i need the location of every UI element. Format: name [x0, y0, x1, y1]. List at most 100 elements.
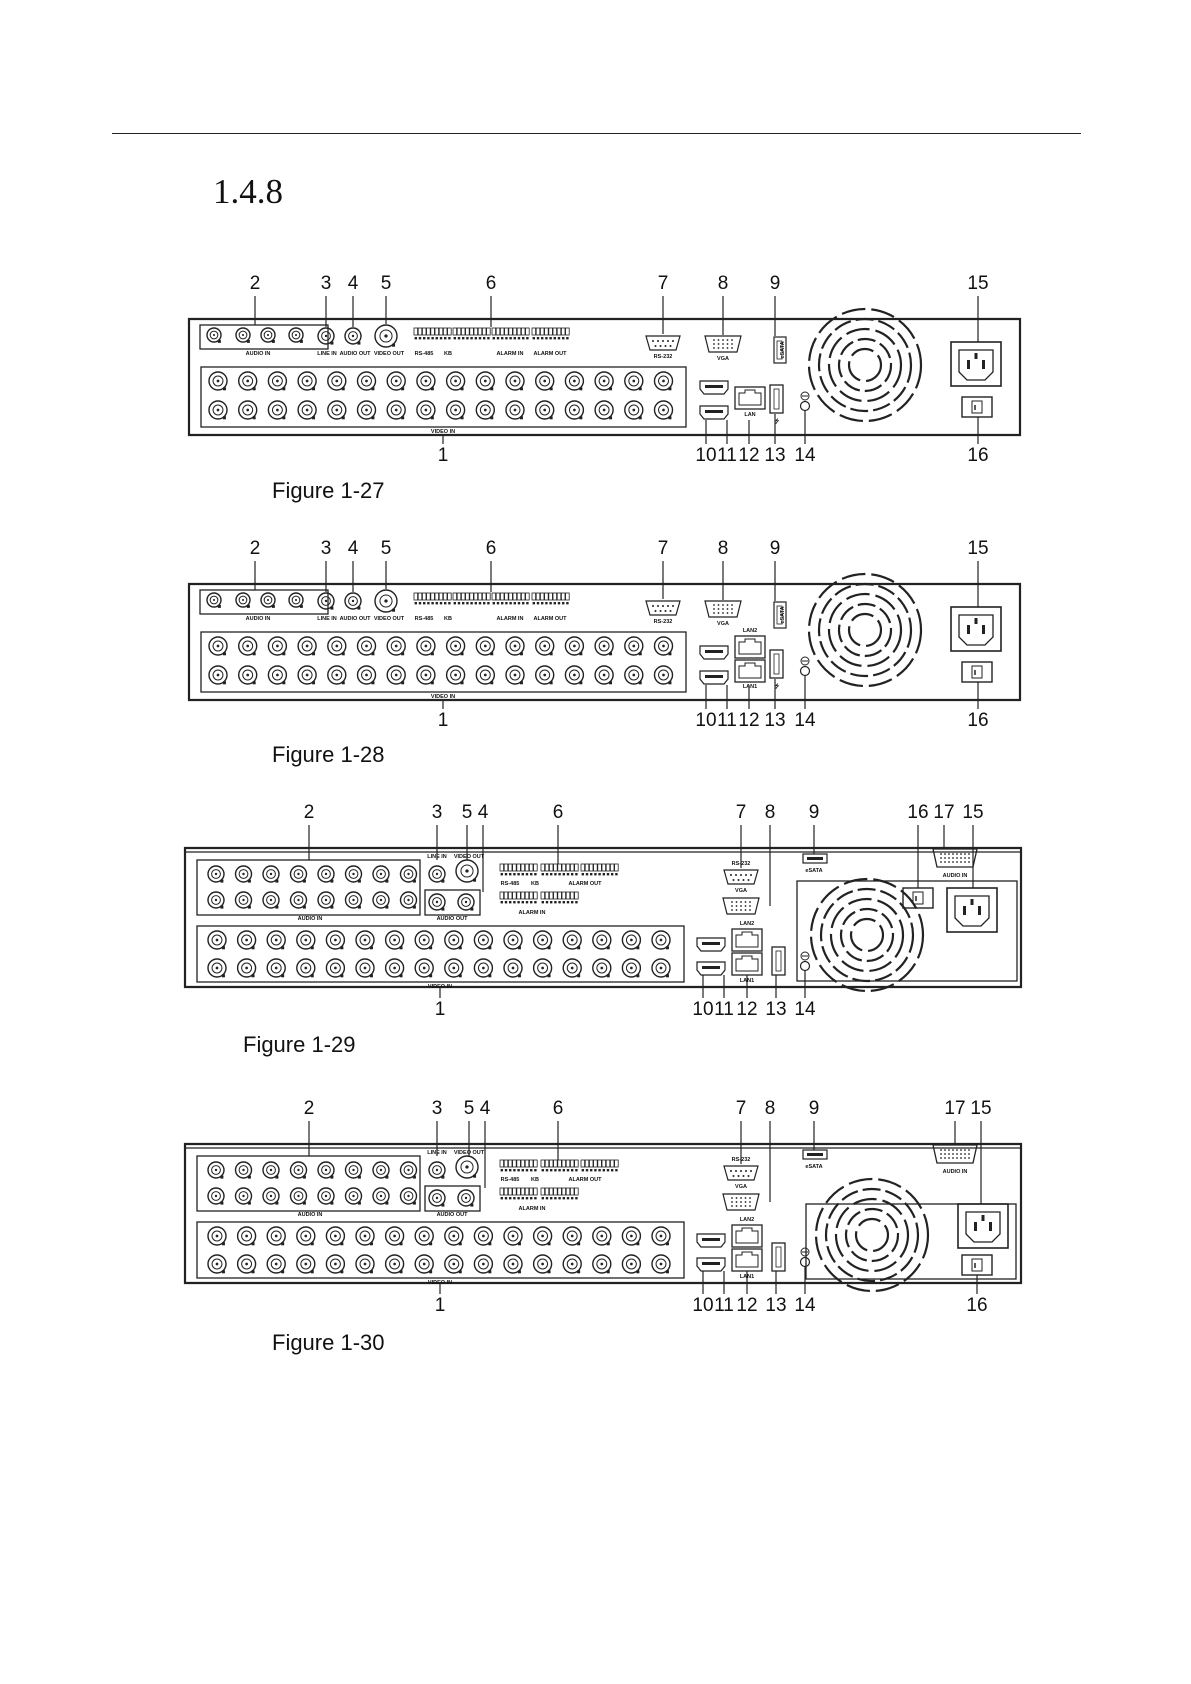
video-in-bnc: [475, 371, 495, 391]
kb-label: KB: [531, 1177, 539, 1183]
audio-out-label: AUDIO OUT: [437, 916, 469, 922]
video-in-bnc: [414, 958, 434, 978]
video-in-bnc: [386, 371, 406, 391]
video-in-bnc: [327, 400, 347, 420]
video-in-bnc: [444, 1254, 464, 1274]
usb-port: [771, 946, 786, 976]
esata-port: [773, 336, 787, 364]
video-in-bnc: [355, 958, 375, 978]
audio-in-bnc: [399, 1161, 418, 1179]
callout-number: 14: [794, 710, 816, 731]
audio-in-bnc: [289, 891, 308, 909]
video-in-bnc: [207, 1226, 227, 1246]
callout-number: 5: [462, 802, 473, 823]
audio-in-bnc: [399, 891, 418, 909]
video-in-bnc: [505, 400, 525, 420]
callout-number: 3: [321, 538, 332, 559]
audio-in-bnc: [372, 865, 390, 883]
callout-number: 10: [692, 999, 713, 1020]
callout-number: 15: [962, 802, 983, 823]
callout-number: 16: [967, 710, 988, 731]
video-in-bnc: [562, 1254, 582, 1274]
video-in-bnc: [356, 665, 377, 685]
audio-in-bnc: [289, 865, 308, 883]
hdmi-port-1: [699, 380, 729, 395]
audio-in-bnc: [207, 1187, 225, 1205]
audio-out-bnc: [344, 592, 362, 610]
video-in-bnc: [296, 930, 316, 950]
alarm-in-terminal: [491, 327, 530, 340]
audio-out-bnc: [457, 893, 475, 911]
usb-icon: ⭍: [775, 682, 780, 690]
video-in-bnc: [355, 1254, 375, 1274]
audio-in-bnc: [262, 891, 280, 909]
audio-in-bnc: [372, 891, 390, 909]
line-in-bnc: [317, 327, 335, 345]
rs485-label: RS-485: [415, 616, 434, 622]
audio-out-group: [424, 1185, 481, 1212]
power-socket: [946, 887, 998, 933]
video-in-bnc: [503, 1226, 523, 1246]
callout-number: 9: [809, 1098, 820, 1119]
usb-port: [771, 1242, 786, 1272]
video-in-bnc: [327, 371, 347, 391]
callout-number: 12: [738, 710, 759, 731]
audio-in-bnc: [317, 891, 335, 909]
callout-number: 13: [765, 999, 786, 1020]
video-in-bnc: [535, 665, 555, 685]
audio-in-bnc: [260, 592, 276, 608]
video-in-bnc: [384, 958, 405, 978]
alarm-out-terminal: [580, 863, 619, 876]
audio-in-bnc: [317, 1161, 335, 1179]
video-in-bnc: [473, 958, 494, 978]
video-in-bnc: [592, 1226, 612, 1246]
callout-number: 17: [944, 1098, 965, 1119]
video-in-bnc: [473, 1226, 494, 1246]
video-in-bnc: [592, 930, 612, 950]
video-in-bnc: [535, 400, 555, 420]
video-in-bnc: [621, 958, 642, 978]
hdmi-port-2: [699, 670, 729, 685]
callout-number: 12: [738, 445, 759, 466]
audio-in-bnc: [399, 1187, 418, 1205]
video-in-bnc: [325, 930, 346, 950]
audio-in-bnc: [399, 865, 418, 883]
hdmi-port-1: [699, 645, 729, 660]
callout-number: 15: [967, 273, 988, 294]
audio-in-bnc: [317, 865, 335, 883]
audio-out-bnc: [344, 327, 362, 345]
video-in-bnc: [651, 930, 671, 950]
audio-out-bnc: [428, 1189, 446, 1207]
vga-port: [704, 335, 742, 353]
figure-caption: Figure 1-28: [272, 742, 385, 767]
video-in-bnc: [444, 1226, 464, 1246]
usb-port: [769, 649, 784, 679]
ground-terminal-icon: [799, 391, 811, 412]
esata-label: eSATA: [805, 1164, 822, 1170]
video-in-bnc: [532, 1254, 553, 1274]
audio-in-bnc: [372, 1187, 390, 1205]
ground-terminal-icon: [799, 656, 811, 677]
alarm-out-label: ALARM OUT: [569, 881, 603, 887]
callout-number: 14: [794, 445, 816, 466]
callout-number: 17: [933, 802, 954, 823]
video-in-bnc: [208, 371, 228, 391]
fan-grille-icon: [809, 877, 925, 993]
video-in-bnc: [297, 665, 317, 685]
video-in-bnc: [356, 371, 377, 391]
rs232-label: RS-232: [654, 354, 673, 360]
esata-label: eSATA: [780, 606, 786, 623]
power-socket: [957, 1203, 1009, 1249]
hdmi-port-2: [696, 961, 726, 976]
callout-number: 6: [486, 538, 497, 559]
callout-number: 2: [250, 538, 261, 559]
video-in-bnc: [505, 636, 525, 656]
audio-in-label: AUDIO IN: [298, 916, 323, 922]
video-in-bnc: [208, 636, 228, 656]
alarm-in-terminal: [540, 891, 579, 904]
video-in-bnc: [296, 958, 316, 978]
video-in-bnc: [327, 665, 347, 685]
psu-plate: [796, 880, 1018, 982]
video-in-bnc: [207, 958, 227, 978]
